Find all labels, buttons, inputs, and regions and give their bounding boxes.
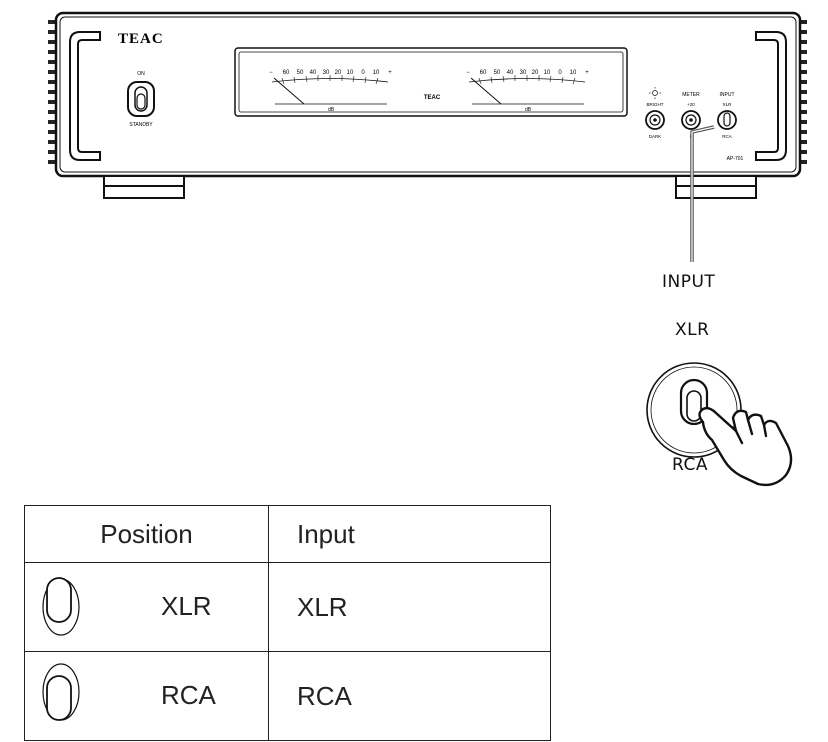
right-meter-tick: 60 xyxy=(480,70,487,76)
right-meter-unit: dB xyxy=(525,107,532,113)
brightness-knob-group: BRIGHT DARK xyxy=(645,87,665,139)
right-meter-tick: + xyxy=(585,70,589,76)
input-knob-group: INPUT XLR RCA xyxy=(717,92,737,139)
brightness-bottom-label: DARK xyxy=(649,134,662,139)
power-on-label: ON xyxy=(137,71,145,77)
left-meter-tick: 10 xyxy=(373,70,380,76)
left-meter-tick: 10 xyxy=(347,70,354,76)
left-meter-tick: 30 xyxy=(323,70,330,76)
meter-window xyxy=(234,47,628,117)
right-meter-tick: 0 xyxy=(558,70,562,76)
left-handle xyxy=(69,31,101,161)
right-meter-tick: 20 xyxy=(532,70,539,76)
right-meter-tick: 10 xyxy=(570,70,577,76)
right-meter-needle xyxy=(470,77,502,105)
callout-bottom-label: RCA xyxy=(672,455,708,475)
meter-knob[interactable] xyxy=(681,110,701,130)
table-row: RCA RCA xyxy=(24,651,551,741)
left-meter-tick: + xyxy=(388,70,392,76)
position-input-table: Position Input XLR XLR RCA RCA xyxy=(24,505,551,741)
left-meter-tick: − xyxy=(269,70,273,76)
right-meter-tick: 40 xyxy=(507,70,514,76)
sun-icon xyxy=(649,87,661,99)
brand-logo: TEAC xyxy=(118,31,164,47)
left-meter-tick: 40 xyxy=(310,70,317,76)
column-header-input: Input xyxy=(268,505,551,563)
front-panel-inner xyxy=(59,16,797,173)
position-label: RCA xyxy=(161,680,216,710)
power-standby-label: STANDBY xyxy=(129,122,153,128)
right-meter-tick: 50 xyxy=(494,70,501,76)
left-vu-meter: − 60 50 40 30 20 10 0 10 + dB xyxy=(269,70,392,113)
right-vu-meter: − 60 50 40 30 20 10 0 10 + dB xyxy=(466,70,589,113)
right-meter-tick: 10 xyxy=(544,70,551,76)
meter-brand: TEAC xyxy=(424,95,441,101)
input-selector-switch[interactable] xyxy=(717,110,737,130)
left-meter-tick: 0 xyxy=(361,70,365,76)
left-meter-tick: 20 xyxy=(335,70,342,76)
position-cell: XLR xyxy=(24,562,269,652)
left-foot xyxy=(103,175,185,199)
input-cell: XLR xyxy=(268,562,551,652)
callout-title: INPUT xyxy=(662,272,716,292)
left-meter-unit: dB xyxy=(328,107,335,113)
left-grille xyxy=(48,20,56,164)
model-label: AP-701 xyxy=(727,156,744,162)
position-label: XLR xyxy=(161,591,212,621)
meter-knob-title: METER xyxy=(682,92,700,98)
left-meter-needle xyxy=(273,77,305,105)
input-knob-title: INPUT xyxy=(720,92,735,98)
pointing-hand-icon xyxy=(698,406,793,487)
left-meter-tick: 60 xyxy=(283,70,290,76)
right-grille xyxy=(799,20,807,164)
callout-top-label: XLR xyxy=(675,320,710,340)
column-header-position: Position xyxy=(24,505,269,563)
left-meter-tick: 50 xyxy=(297,70,304,76)
table-header-row: Position Input xyxy=(24,505,551,563)
input-knob-top-label: XLR xyxy=(723,102,733,107)
meter-knob-top-label: +20 xyxy=(687,102,695,107)
position-cell: RCA xyxy=(24,651,269,741)
brightness-knob[interactable] xyxy=(645,110,665,130)
right-foot xyxy=(675,175,757,199)
right-handle xyxy=(755,31,787,161)
power-switch[interactable] xyxy=(127,81,155,117)
table-row: XLR XLR xyxy=(24,562,551,652)
right-meter-tick: − xyxy=(466,70,470,76)
input-knob-bottom-label: RCA xyxy=(722,134,732,139)
input-cell: RCA xyxy=(268,651,551,741)
brightness-top-label: BRIGHT xyxy=(646,102,663,107)
right-meter-tick: 30 xyxy=(520,70,527,76)
meter-knob-group: METER +20 0 xyxy=(681,92,701,139)
